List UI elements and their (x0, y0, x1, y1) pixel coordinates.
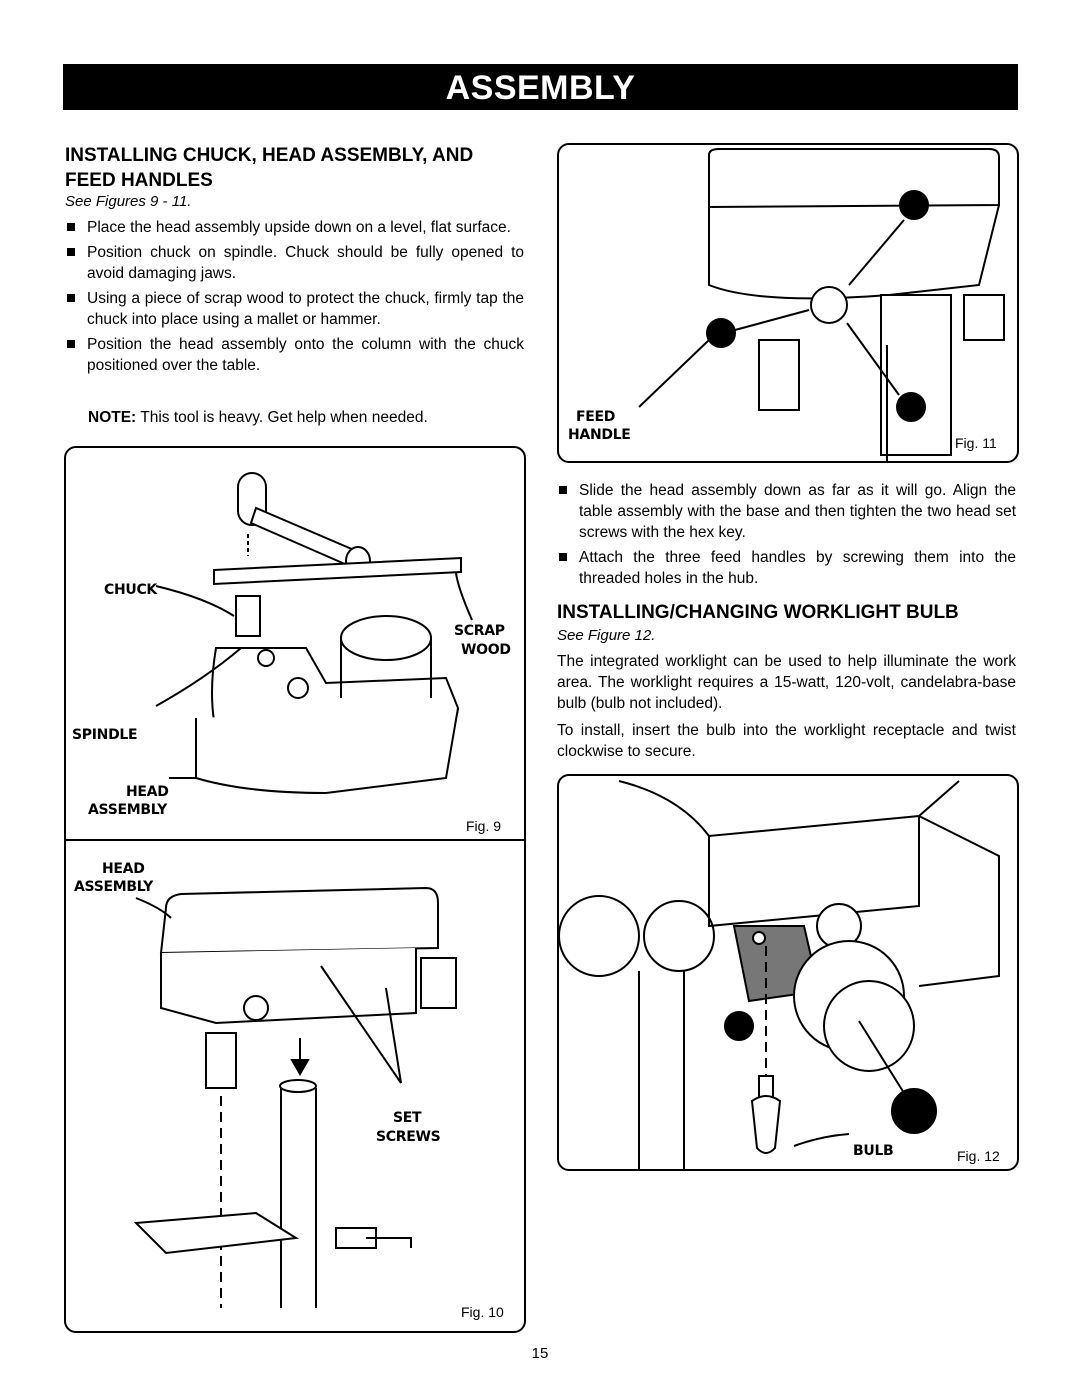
worklight-description: The integrated worklight can be used to … (557, 653, 1016, 712)
figure-9-10-panel: CHUCK SCRAP WOOD SPINDLE HEAD ASSEMBLY F… (64, 446, 526, 1333)
figure-caption-9: Fig. 9 (466, 818, 502, 834)
section-title-line2: FEED HANDLES (65, 170, 213, 191)
assembly-steps-list: Place the head assembly upside down on a… (65, 217, 524, 380)
label-scrap: SCRAP (454, 623, 505, 639)
label-assembly: ASSEMBLY (88, 802, 168, 818)
figure-11-panel: FEED HANDLE Fig. 11 (557, 143, 1019, 463)
list-item: Attach the three feed handles by screwin… (557, 547, 1016, 589)
label-feed: FEED (576, 409, 616, 425)
label-set: SET (393, 1110, 422, 1126)
label-wood: WOOD (461, 642, 511, 658)
list-item: Using a piece of scrap wood to protect t… (65, 288, 524, 330)
list-item: Position the head assembly onto the colu… (65, 334, 524, 376)
figure-caption-10: Fig. 10 (461, 1304, 504, 1320)
label-spindle: SPINDLE (72, 727, 138, 743)
label-chuck: CHUCK (104, 582, 157, 598)
list-item: Slide the head assembly down as far as i… (557, 480, 1016, 543)
note-text: This tool is heavy. Get help when needed… (136, 409, 428, 426)
label-head-fig10: HEAD (102, 861, 145, 877)
figure-caption-11: Fig. 11 (955, 435, 997, 451)
section-title-line1: INSTALLING CHUCK, HEAD ASSEMBLY, AND (65, 145, 474, 166)
list-item: Place the head assembly upside down on a… (65, 217, 524, 238)
note: NOTE: This tool is heavy. Get help when … (88, 407, 524, 428)
figure-caption-12: Fig. 12 (957, 1148, 1000, 1164)
section-title-installing-chuck: INSTALLING CHUCK, HEAD ASSEMBLY, AND FEE… (65, 143, 473, 193)
feed-handles-illustration (638, 148, 1005, 461)
worklight-bulb-illustration (559, 780, 1000, 1169)
head-alignment-steps-list: Slide the head assembly down as far as i… (557, 480, 1016, 593)
worklight-install-instruction: To install, insert the bulb into the wor… (557, 722, 1016, 760)
see-figure-12: See Figure 12. (557, 627, 656, 644)
label-screws: SCREWS (376, 1129, 441, 1145)
list-item: Position chuck on spindle. Chuck should … (65, 242, 524, 284)
label-handle: HANDLE (568, 427, 631, 443)
drill-press-assembly-illustration (66, 472, 524, 1308)
note-label: NOTE: (88, 409, 137, 426)
label-assembly-fig10: ASSEMBLY (74, 879, 154, 895)
see-figures-9-11: See Figures 9 - 11. (65, 193, 192, 210)
label-bulb: BULB (853, 1143, 894, 1159)
figure-12-panel: BULB Fig. 12 (557, 774, 1019, 1171)
section-title-worklight-bulb: INSTALLING/CHANGING WORKLIGHT BULB (557, 602, 959, 623)
page-header-banner: ASSEMBLY (63, 64, 1018, 110)
label-head: HEAD (126, 784, 169, 800)
page-number: 15 (531, 1345, 549, 1362)
